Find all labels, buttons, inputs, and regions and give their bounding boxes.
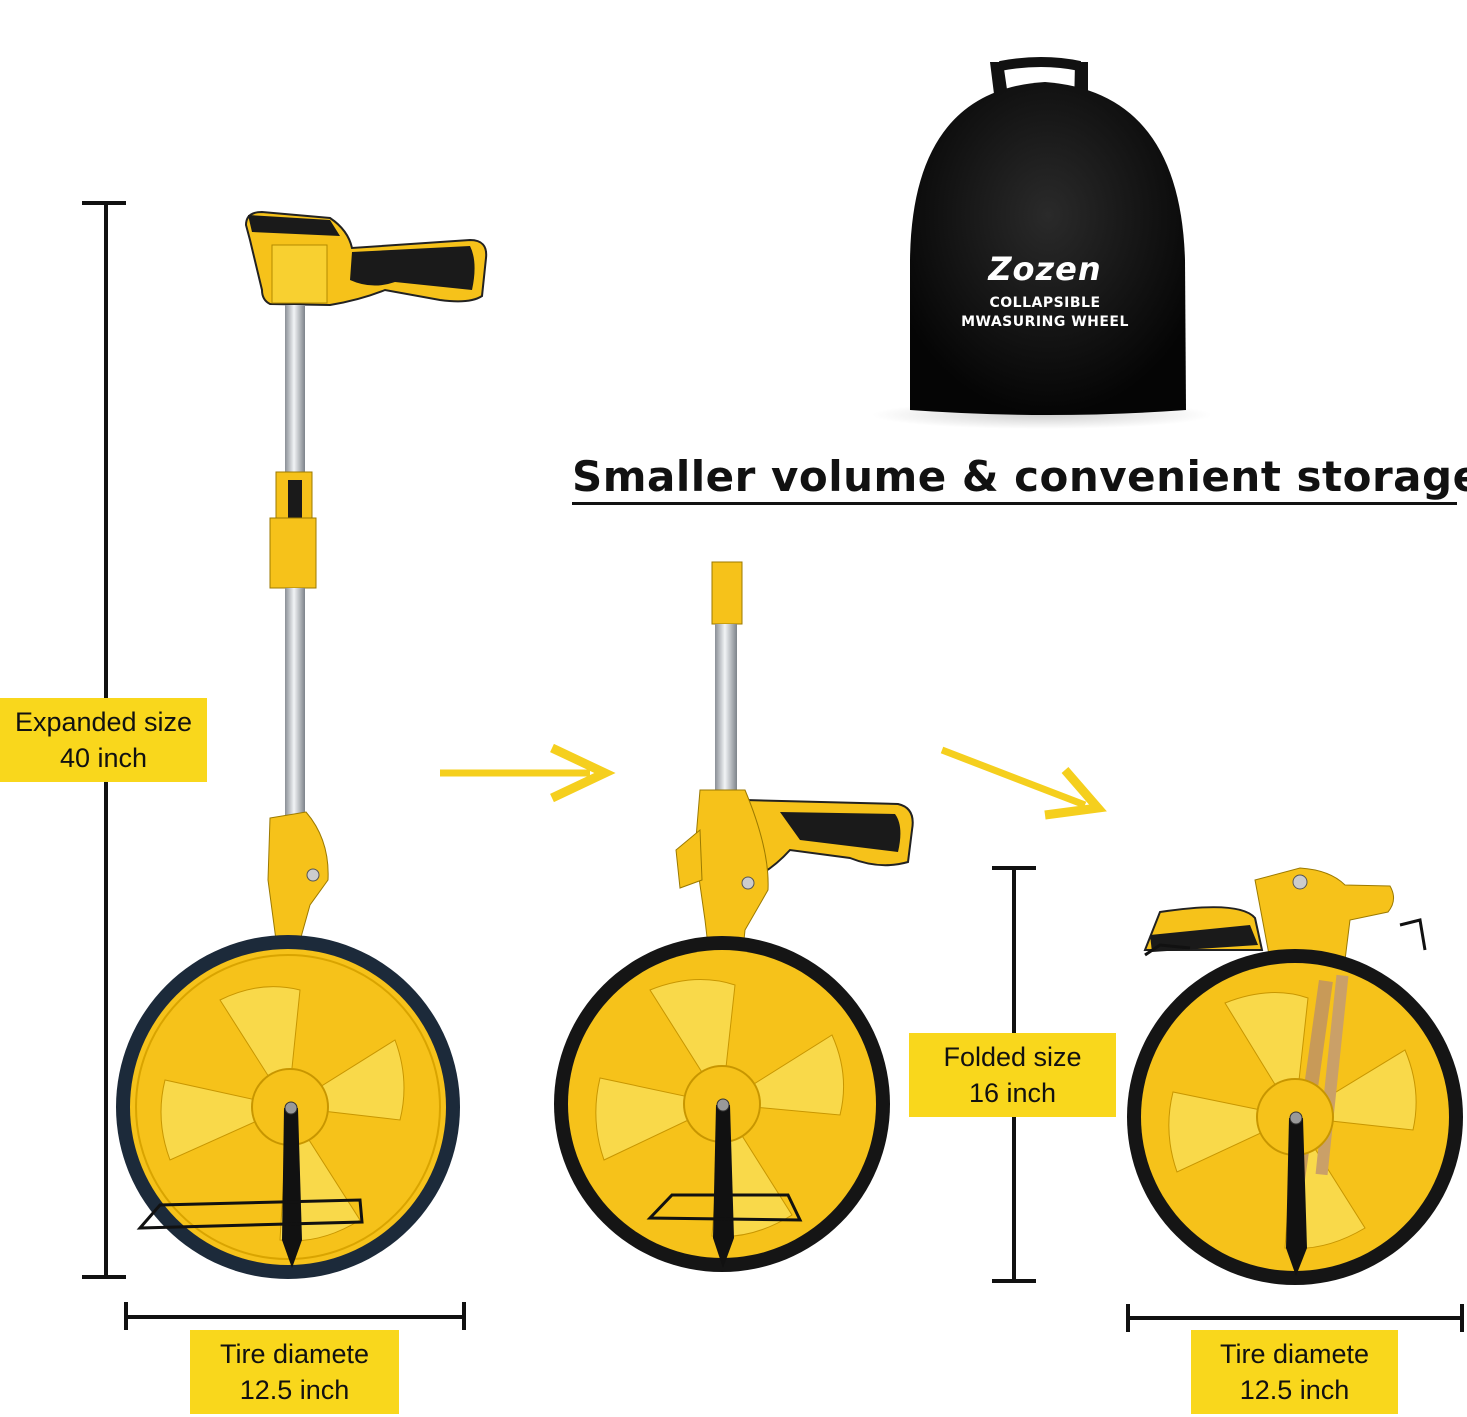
tire-diameter-value-right: 12.5 inch bbox=[1239, 1375, 1350, 1405]
wheel-expanded bbox=[116, 210, 488, 1279]
tire-diameter-title-right: Tire diamete bbox=[1219, 1339, 1370, 1369]
bag-text-line2: MWASURING WHEEL bbox=[961, 314, 1129, 330]
expanded-size-label: Expanded size 40 inch bbox=[0, 698, 207, 782]
expanded-size-value: 40 inch bbox=[59, 743, 148, 773]
folded-size-label: Folded size 16 inch bbox=[909, 1033, 1116, 1117]
storage-bag bbox=[872, 57, 1212, 429]
tire-diameter-label-left: Tire diamete 12.5 inch bbox=[190, 1330, 399, 1414]
tire-diameter-label-right: Tire diamete 12.5 inch bbox=[1191, 1330, 1398, 1414]
wheel-folded bbox=[1127, 867, 1463, 1285]
headline: Smaller volume & convenient storage. bbox=[572, 452, 1467, 501]
folded-size-value: 16 inch bbox=[968, 1078, 1057, 1108]
folded-size-title: Folded size bbox=[943, 1042, 1082, 1072]
headline-underline bbox=[572, 502, 1457, 505]
bag-brand: Zozen bbox=[988, 250, 1102, 288]
expanded-size-title: Expanded size bbox=[14, 707, 193, 737]
bag-text-line1: COLLAPSIBLE bbox=[989, 295, 1101, 311]
width-dimension-right bbox=[1126, 1304, 1464, 1332]
tire-diameter-title-left: Tire diamete bbox=[219, 1339, 370, 1369]
wheel-partly-folded bbox=[554, 561, 914, 1272]
width-dimension-left bbox=[124, 1302, 466, 1330]
tire-diameter-value-left: 12.5 inch bbox=[239, 1375, 350, 1405]
arrow-right-icon bbox=[440, 743, 616, 803]
arrow-down-right-icon bbox=[940, 746, 1107, 820]
